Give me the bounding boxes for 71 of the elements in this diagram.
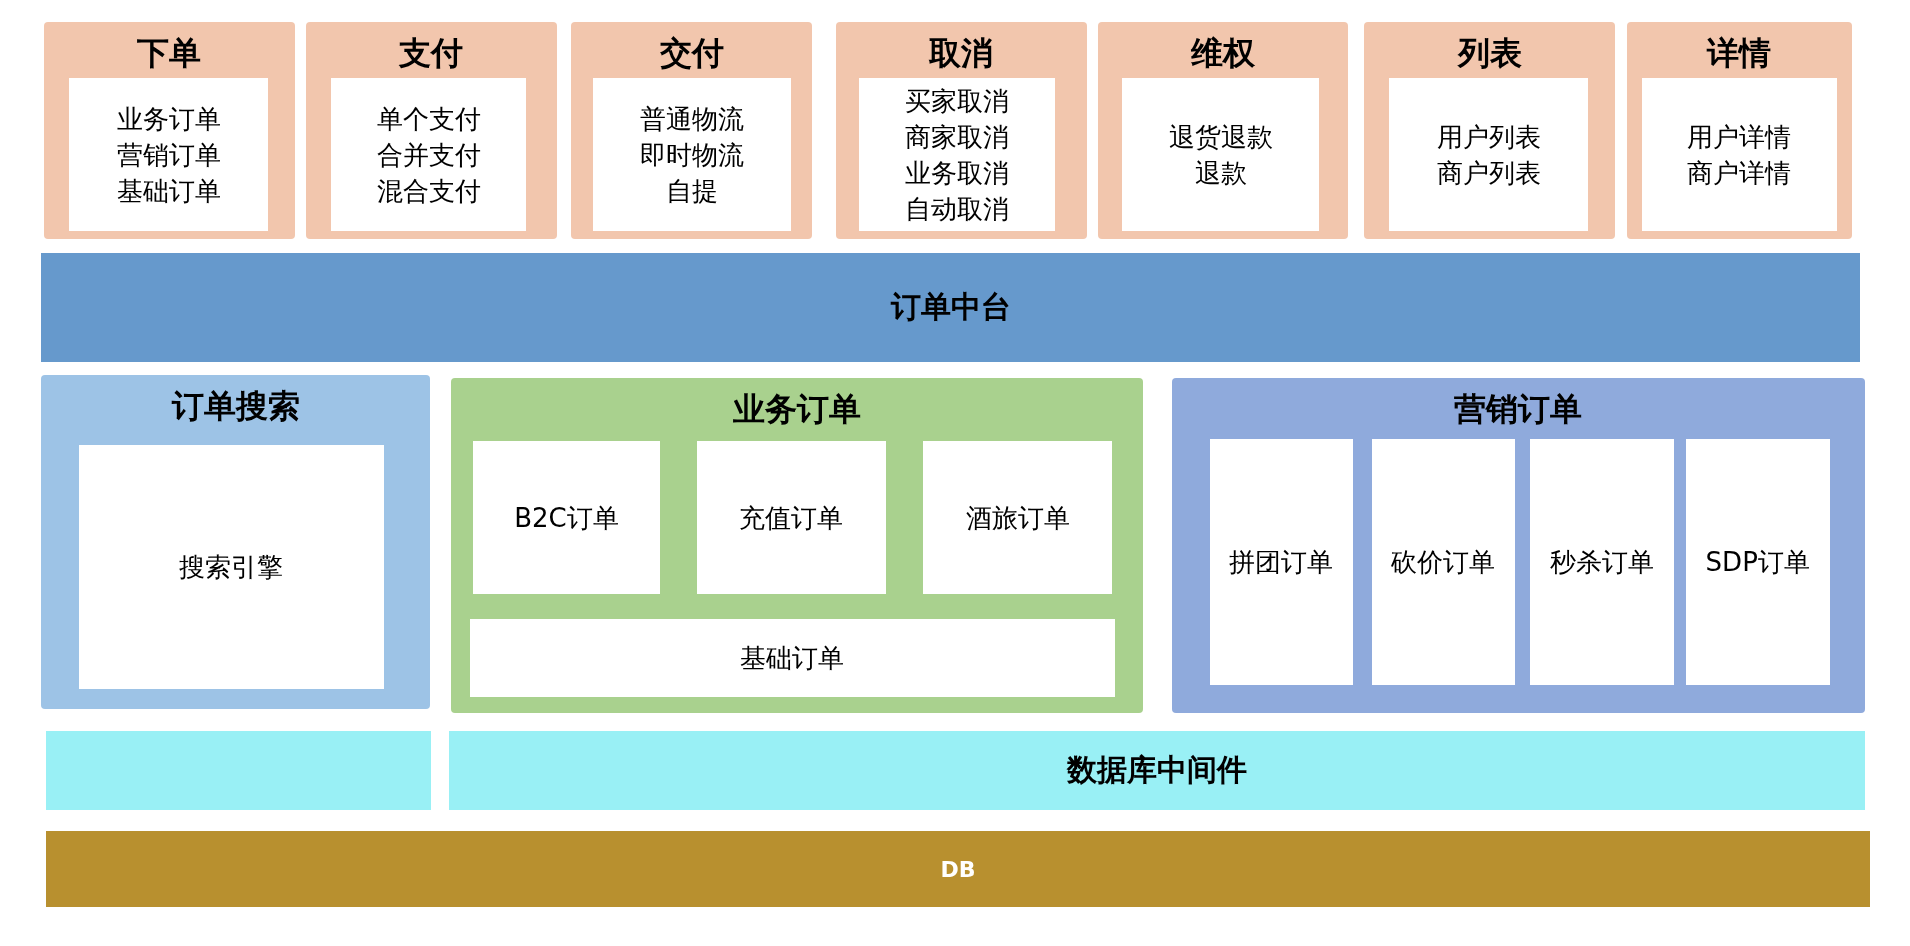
item-box: [1209, 438, 1354, 685]
category-panel: [835, 21, 1087, 239]
item-label: 商户列表: [1436, 156, 1541, 190]
item-label: 用户列表: [1436, 120, 1541, 154]
category-panel: [1364, 21, 1616, 239]
item-box: [69, 77, 268, 232]
category-panel: [305, 21, 557, 239]
item-label: 基础订单: [116, 174, 221, 208]
item-label: 基础订单: [740, 641, 845, 675]
panel-heading: 支付: [399, 32, 464, 74]
item-label: 搜索引擎: [179, 551, 284, 584]
layer-band: [41, 253, 1861, 362]
item-box: [1685, 438, 1830, 685]
item-box: [331, 77, 527, 232]
item-label: 自提: [665, 174, 718, 208]
item-label: 商户详情: [1687, 156, 1792, 190]
item-label: 单个支付: [376, 102, 481, 136]
panel-heading: 列表: [1457, 32, 1522, 74]
category-panel: [571, 21, 813, 239]
item-box: [79, 444, 384, 690]
category-panel: [1097, 21, 1349, 239]
item-label: 酒旅订单: [965, 501, 1070, 535]
category-panel: [1627, 21, 1852, 239]
module-panel: [41, 375, 430, 709]
module-panel: [1171, 377, 1865, 713]
panel-heading: 业务订单: [732, 388, 861, 430]
item-label: 秒杀订单: [1549, 545, 1654, 579]
layer-band: [46, 830, 1870, 908]
item-box: [696, 440, 886, 595]
item-label: 砍价订单: [1391, 545, 1496, 579]
item-label: 买家取消: [904, 84, 1009, 118]
item-box: [1529, 438, 1674, 685]
item-box: [858, 77, 1055, 232]
item-box: [1371, 438, 1516, 685]
panel-heading: 详情: [1707, 32, 1772, 74]
item-label: 退款: [1194, 156, 1247, 190]
item-box: [1388, 77, 1589, 232]
item-label: 充值订单: [739, 501, 844, 535]
item-label: 普通物流: [639, 102, 744, 136]
panel-heading: 营销订单: [1454, 388, 1583, 430]
item-label: 商家取消: [904, 120, 1009, 154]
item-label: 业务订单: [116, 102, 221, 136]
item-label: 业务取消: [904, 156, 1009, 190]
item-box: [593, 77, 791, 232]
panel-heading: 维权: [1190, 32, 1255, 74]
panel-heading: 取消: [929, 32, 994, 74]
layer-band: [46, 730, 432, 811]
layer-label: DB: [940, 856, 976, 882]
item-label: 拼团订单: [1229, 545, 1334, 579]
item-label: 自动取消: [904, 192, 1009, 226]
item-box: [923, 440, 1113, 595]
item-box: [1121, 77, 1320, 232]
layer-band: [449, 730, 1865, 811]
panel-heading: 交付: [659, 32, 724, 74]
category-panel: [43, 21, 295, 239]
module-panel: [450, 377, 1143, 713]
item-label: 退货退款: [1168, 120, 1273, 154]
item-label: 混合支付: [376, 174, 481, 208]
item-label: B2C订单: [514, 501, 619, 535]
layer-label: 数据库中间件: [1067, 750, 1248, 789]
item-label: 合并支付: [376, 138, 481, 172]
panel-heading: 订单搜索: [171, 386, 300, 428]
item-label: 用户详情: [1687, 120, 1792, 154]
item-box: [1642, 77, 1837, 232]
item-label: 营销订单: [116, 138, 221, 172]
layer-label: 订单中台: [890, 288, 1011, 327]
panel-heading: 下单: [137, 32, 202, 74]
item-label: 即时物流: [639, 138, 744, 172]
item-box: [470, 618, 1115, 697]
item-label: SDP订单: [1705, 545, 1810, 579]
item-box: [472, 440, 661, 595]
